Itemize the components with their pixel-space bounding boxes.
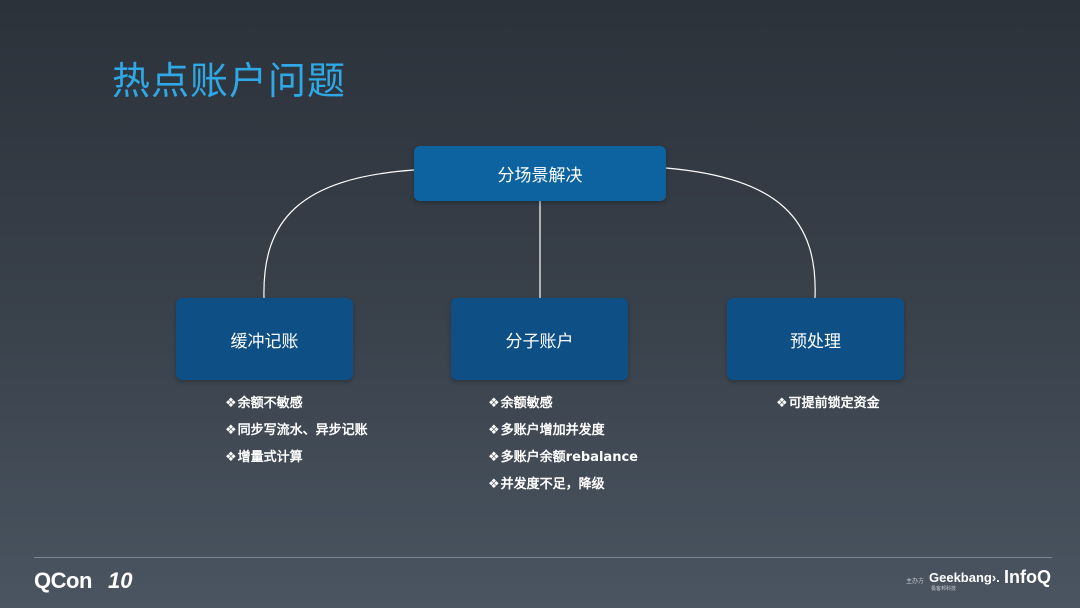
qcon-edition-logo: 10 — [108, 568, 133, 593]
geekbang-subtitle: 极客邦科技 — [931, 586, 957, 592]
diamond-bullet-icon: ❖ — [488, 396, 500, 411]
node-preprocessing: 预处理 — [727, 298, 904, 380]
footer-divider — [34, 557, 1052, 558]
diamond-bullet-icon: ❖ — [488, 450, 500, 465]
list-item: ❖多账户增加并发度 — [488, 423, 605, 438]
node-buffer-accounting: 缓冲记账 — [176, 298, 353, 380]
bullet-list-buffer-accounting: ❖余额不敏感 ❖同步写流水、异步记账 ❖增量式计算 — [225, 394, 368, 475]
bullet-list-sub-accounts: ❖余额敏感 ❖多账户增加并发度 ❖多账户余额rebalance ❖并发度不足，降… — [488, 394, 638, 502]
diamond-bullet-icon: ❖ — [225, 423, 237, 438]
node-sub-accounts: 分子账户 — [451, 298, 628, 380]
connector-right — [665, 167, 816, 299]
list-item: ❖并发度不足，降级 — [488, 477, 605, 492]
diamond-bullet-icon: ❖ — [776, 396, 788, 411]
infoq-logo: InfoQ — [1004, 567, 1051, 587]
geekbang-logo: Geekbang›. — [929, 570, 1000, 585]
list-item: ❖余额敏感 — [488, 396, 553, 411]
connector-left — [263, 169, 415, 299]
root-node: 分场景解决 — [414, 146, 666, 201]
list-item: ❖多账户余额rebalance — [488, 450, 638, 465]
diamond-bullet-icon: ❖ — [225, 450, 237, 465]
qcon-logo: QCon — [34, 568, 92, 593]
list-item: ❖可提前锁定资金 — [776, 396, 880, 411]
host-label: 主办方 — [906, 578, 925, 585]
bullet-list-preprocessing: ❖可提前锁定资金 — [776, 394, 880, 421]
list-item: ❖余额不敏感 — [225, 396, 303, 411]
slide-title: 热点账户问题 — [112, 59, 347, 103]
diamond-bullet-icon: ❖ — [488, 423, 500, 438]
list-item: ❖增量式计算 — [225, 450, 303, 465]
diamond-bullet-icon: ❖ — [225, 396, 237, 411]
diamond-bullet-icon: ❖ — [488, 477, 500, 492]
list-item: ❖同步写流水、异步记账 — [225, 423, 368, 438]
